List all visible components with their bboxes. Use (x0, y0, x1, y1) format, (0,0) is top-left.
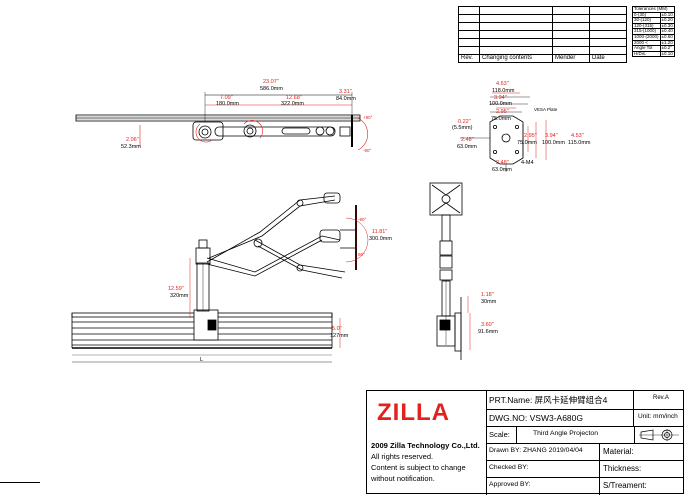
tol-value: ±0.10 (659, 11, 675, 19)
zilla-logo: ZILLA (377, 399, 450, 426)
projection-label: Third Angle Projecton (533, 430, 598, 437)
segment2-inch: 12.68" (286, 95, 302, 101)
side-angle-down: 90° (358, 252, 365, 257)
thickness-label: Thickness: (603, 464, 642, 473)
scale-label: Scale: (489, 430, 510, 439)
vesa-width3-inch: 2.95" (496, 109, 509, 115)
segment2-mm: 322.0mm (281, 101, 304, 107)
side-view-arm (206, 192, 357, 279)
front-clamp-mm: 91.6mm (478, 329, 498, 335)
date-header: Date (589, 54, 627, 63)
front-base-inch: 1.18" (481, 292, 494, 298)
front-view-red-dims (467, 296, 471, 350)
vesa-offset-inch: 0.22" (458, 119, 471, 125)
change-notice-line2: without notification. (371, 474, 435, 483)
side-view-red-dims (189, 205, 369, 348)
vesa-width2-mm: 100.0mm (489, 101, 512, 107)
vesa-width3-mm: 75.0mm (491, 116, 511, 122)
top-view-rail (75, 114, 361, 122)
drawing-number: DWG.NO: VSW3-A680G (489, 413, 583, 423)
treatment-label: S/Treament: (603, 481, 647, 490)
vesa-height2-inch: 3.94" (545, 133, 558, 139)
tilt-up-angle: +90° (363, 115, 373, 120)
baseline-length-label: L (200, 357, 204, 363)
segment1-inch: 7.09" (220, 95, 233, 101)
segment3-mm: 84.0mm (336, 96, 356, 102)
vesa-left-mm: 63.0mm (457, 144, 477, 150)
overall-length-inch: 23.07" (263, 79, 279, 85)
vesa-plate-view (460, 96, 530, 172)
tol-value: ±0.20 (659, 17, 675, 24)
overall-length-mm: 586.0mm (260, 86, 283, 92)
approved-by: Approved BY: (489, 481, 531, 488)
desk-thickness-mm: 127mm (330, 333, 349, 339)
front-clamp-inch: 3.60" (481, 322, 494, 328)
vesa-width1-inch: 4.63" (496, 81, 509, 87)
front-view (429, 182, 463, 360)
sheet-border-left-stub (0, 482, 40, 483)
material-label: Material: (603, 447, 634, 456)
tol-value: ±0.10 (659, 50, 675, 58)
top-view-red-dims (139, 104, 369, 151)
third-angle-projection-icon (639, 429, 679, 441)
tolerance-table: Tolerances (MM) 0-(30)±0.10 30-(120)±0.2… (632, 6, 675, 58)
vesa-height2-mm: 100.0mm (542, 140, 565, 146)
change-notice-line1: Content is subject to change (371, 463, 466, 472)
vesa-width1-mm: 118.0mm (492, 88, 515, 94)
side-angle-up: -90° (358, 217, 367, 222)
revision-table: Rev. Changing contents Mender Date (458, 6, 627, 63)
vesa-offset-mm: (5.5mm) (452, 125, 473, 131)
tol-value: ±0.30 (659, 22, 675, 30)
vesa-plate-label: VESA Plate (534, 107, 558, 112)
desk-thickness-inch: 5.0" (332, 326, 342, 332)
unit-label: Unit: mm/inch (638, 413, 678, 420)
vesa-height1-inch: 2.95" (524, 133, 537, 139)
vesa-bottom-mm: 63.0mm (492, 167, 512, 173)
side-reach-mm: 300.0mm (369, 236, 392, 242)
top-view-arm (192, 115, 353, 147)
side-reach-inch: 11.81" (372, 229, 388, 235)
tilt-down-angle: -90° (363, 148, 372, 153)
part-name: PRT.Name: 屏风卡延伸臂组合4 (489, 395, 608, 405)
drawn-by: Drawn BY: ZHANG 2019/04/04 (489, 447, 583, 454)
clamp-offset-mm: 52.3mm (121, 144, 141, 150)
vesa-height1-mm: 75.0mm (517, 140, 537, 146)
vesa-left-inch: 2.48" (461, 137, 474, 143)
vesa-height3-inch: 4.53" (571, 133, 584, 139)
title-block: ZILLA 2009 Zilla Technology Co.,Ltd. All… (366, 390, 684, 495)
vesa-screw-spec: 4-M4 (521, 160, 534, 166)
revision-label: Rev.A (653, 395, 669, 401)
segment3-inch: 3.31" (339, 89, 352, 95)
front-base-mm: 30mm (481, 299, 497, 305)
vesa-bottom-inch: 2.48" (496, 160, 509, 166)
vesa-width2-inch: 3.94" (494, 95, 507, 101)
vesa-height3-mm: 115.0mm (568, 140, 591, 146)
checked-by: Checked BY: (489, 464, 529, 471)
clamp-offset-inch: 2.06" (126, 137, 139, 143)
segment1-mm: 180.0mm (216, 101, 239, 107)
side-view-clamp-pole (193, 239, 219, 341)
rights-notice: All rights reserved. (371, 452, 434, 461)
pole-height-inch: 12.59" (168, 286, 184, 292)
pole-height-mm: 320mm (170, 293, 189, 299)
vesa-red-dims (492, 92, 547, 160)
company-name: 2009 Zilla Technology Co.,Ltd. (371, 441, 480, 450)
